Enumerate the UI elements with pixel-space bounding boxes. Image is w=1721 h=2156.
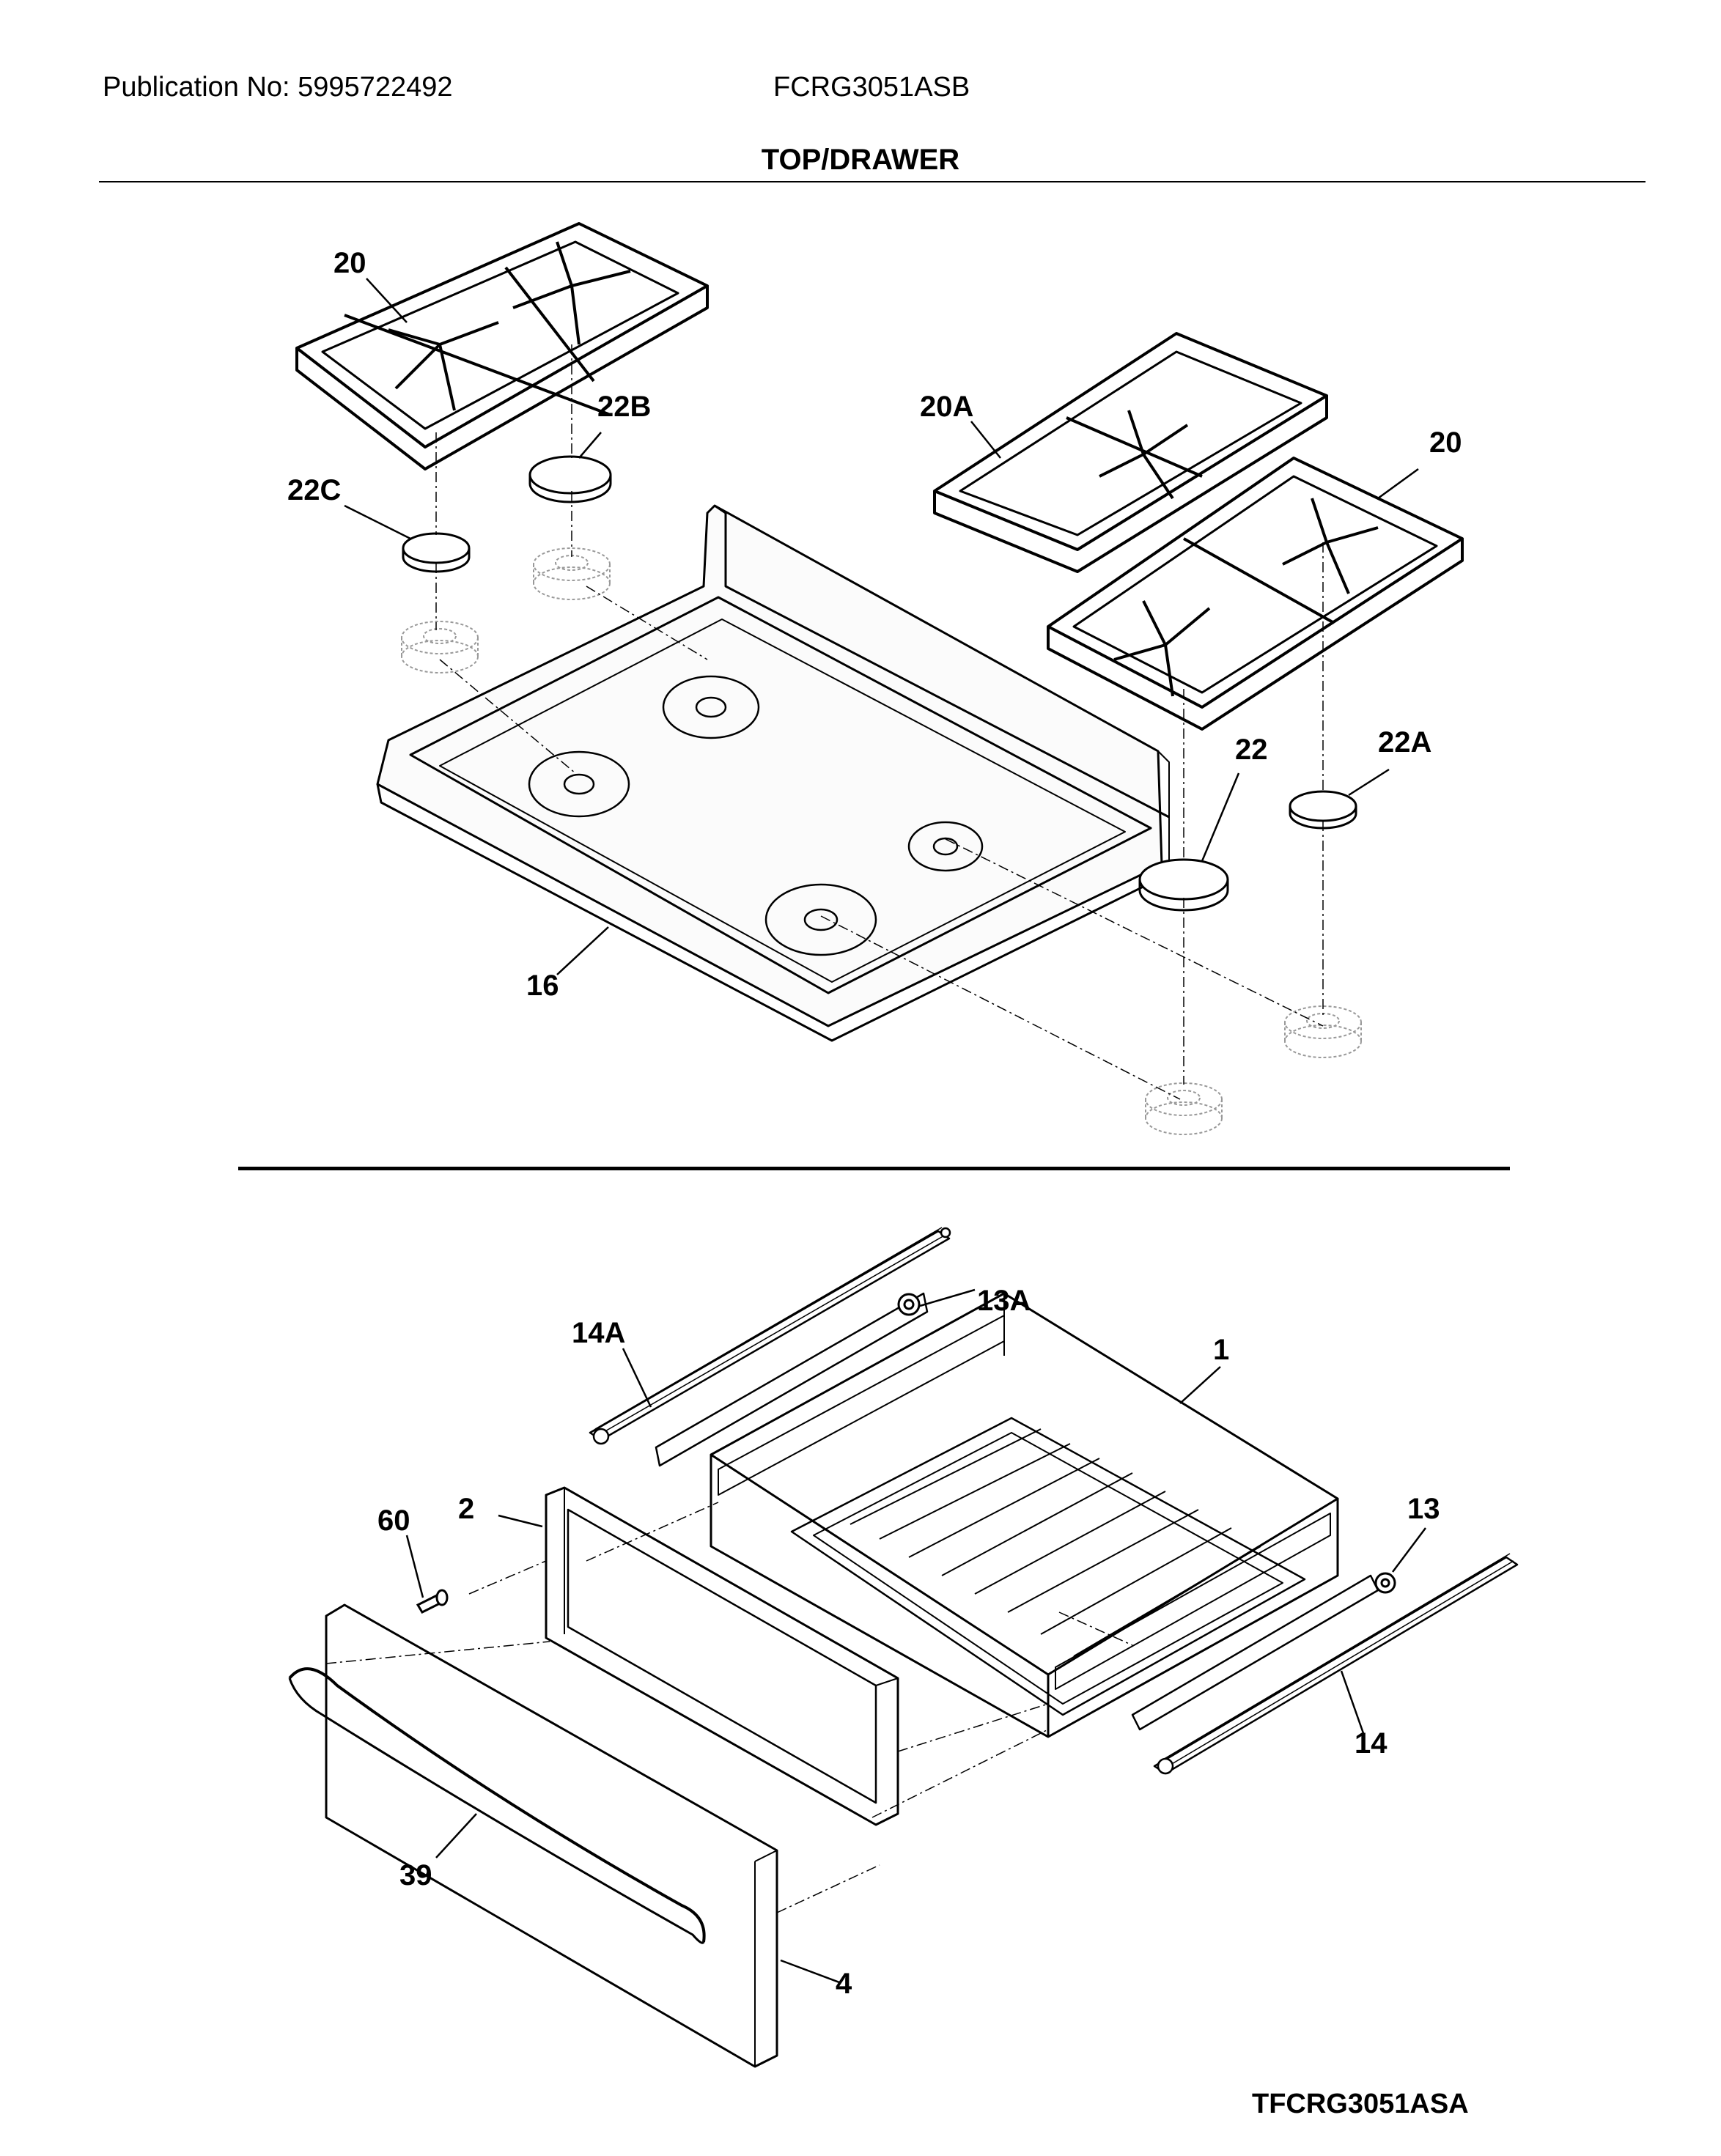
drawer-slide-left [589, 1227, 951, 1467]
cooktop-main-top [376, 504, 1170, 1042]
callout-60: 60 [377, 1505, 410, 1537]
callout-22: 22 [1235, 734, 1268, 766]
drawer-front-panel [325, 1603, 778, 2068]
drawer-handle [288, 1667, 706, 1944]
drawer-alignment-lines [325, 1502, 1133, 1913]
drawer-slide-cap-right [1374, 1572, 1396, 1594]
drawer-inner-panel [545, 1486, 899, 1826]
callout-20-right: 20 [1429, 427, 1462, 459]
drawer-screw [416, 1589, 449, 1614]
diagram-code: TFCRG3051ASA [1252, 2089, 1469, 2119]
callout-20a: 20A [920, 391, 973, 423]
drawer-leader-lines [405, 1288, 1426, 1984]
callout-13a: 13A [977, 1285, 1031, 1317]
callout-16: 16 [526, 970, 559, 1002]
burner-grate-left [295, 222, 709, 470]
cooktop-burner-openings [528, 675, 984, 956]
callout-22a: 22A [1378, 726, 1431, 758]
drawer-body [710, 1292, 1339, 1738]
callout-2: 2 [458, 1493, 474, 1525]
burner-grate-center [933, 332, 1328, 573]
callout-13: 13 [1407, 1493, 1440, 1525]
header-divider [99, 181, 1646, 182]
burner-base-left-front [401, 621, 479, 673]
callout-14: 14 [1355, 1727, 1388, 1760]
top-leader-lines [344, 278, 1419, 975]
callout-14a: 14A [572, 1317, 625, 1349]
burner-base-right-front [1145, 1082, 1223, 1135]
callout-4: 4 [836, 1968, 852, 2000]
callout-22b: 22B [597, 391, 651, 423]
callout-22c: 22C [287, 474, 341, 506]
publication-number: Publication No: 5995722492 [103, 72, 453, 103]
burner-grate-right [1047, 457, 1464, 731]
callout-20-left: 20 [333, 247, 366, 279]
drawer-slide-right [1131, 1553, 1519, 1775]
model-number: FCRG3051ASB [773, 72, 970, 103]
drawer-slide-cap-left [897, 1293, 921, 1316]
section-title: TOP/DRAWER [761, 144, 960, 176]
callout-39: 39 [399, 1859, 432, 1891]
burner-cap-22b [528, 455, 612, 503]
top-alignment-lines [435, 344, 1324, 1100]
section-divider [238, 1167, 1510, 1170]
callout-1: 1 [1213, 1334, 1229, 1366]
